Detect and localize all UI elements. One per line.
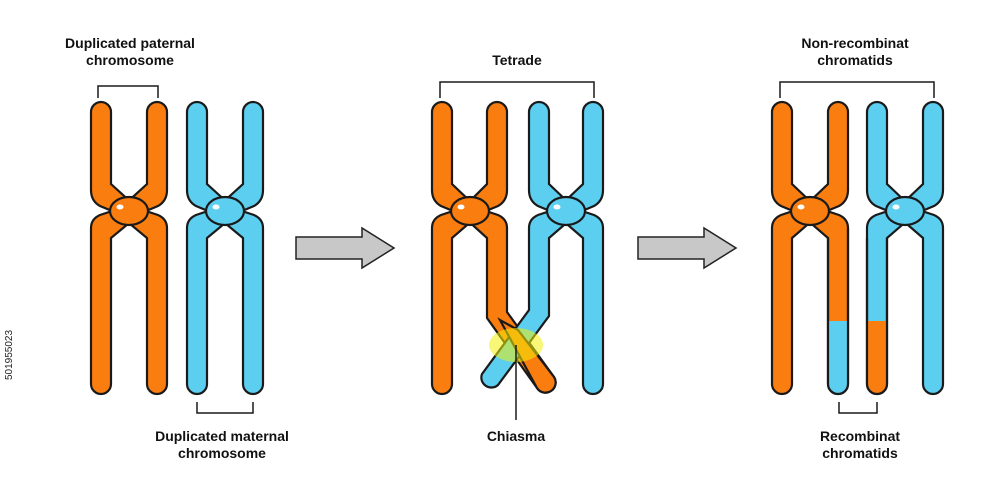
paternal-bracket [97,85,159,98]
recombinant-maternal-orange-segment [868,321,886,393]
progression-arrow-2 [637,226,738,270]
non-recombinant-label: Non-recombinat chromatids [801,35,909,68]
recombinant-paternal-blue-segment [829,321,847,393]
maternal-centromere-highlight [212,204,220,210]
stage-3 [770,81,945,414]
non-recombinant-paternal-chromatid [770,100,816,396]
chiasma-label: Chiasma [486,428,546,444]
tetrade-paternal-centromere [449,195,491,227]
duplicated-paternal-label: Duplicated paternal chromosome [65,35,195,68]
paternal-chromosome [89,100,169,396]
tetrade-maternal-chromosome [480,100,605,396]
recombinant-bracket [838,402,878,414]
tetrade-paternal-chromatid-left [430,100,476,396]
maternal-chromatid-left [185,100,232,396]
tetrade-paternal-centromere-highlight [457,204,465,210]
stage-1 [89,85,265,414]
stage-2 [430,81,605,420]
maternal-chromatid-right [218,100,265,396]
result-maternal-centromere-highlight [892,204,900,210]
paternal-centromere [108,195,150,227]
tetrade-bracket [439,81,595,98]
paternal-chromatid-right [122,100,169,396]
recombinant-label: Recombinat chromatids [819,428,901,461]
tetrade-paternal-chromosome [430,100,557,396]
stock-image-id: 501955023 [4,329,15,380]
paternal-centromere-highlight [116,204,124,210]
tetrade-maternal-crossing-chromatid [480,100,573,389]
non-recombinant-maternal-chromatid [899,100,945,396]
tetrade-maternal-chromatid-right [559,100,605,396]
tetrade-label: Tetrade [492,52,542,68]
result-paternal-centromere [789,195,831,227]
progression-arrow-1 [295,226,396,270]
result-paternal-centromere-highlight [797,204,805,210]
paternal-chromatid-left [89,100,136,396]
tetrade-maternal-centromere-highlight [553,204,561,210]
duplicated-maternal-label: Duplicated maternal chromosome [155,428,289,461]
maternal-centromere [204,195,246,227]
maternal-chromosome [185,100,265,396]
maternal-bracket [196,402,254,414]
recombinant-paternal-outline [826,228,850,396]
recombinant-maternal-outline [865,238,889,396]
tetrade-maternal-centromere [545,195,587,227]
result-maternal-centromere [884,195,926,227]
non-recombinant-bracket [779,81,935,98]
